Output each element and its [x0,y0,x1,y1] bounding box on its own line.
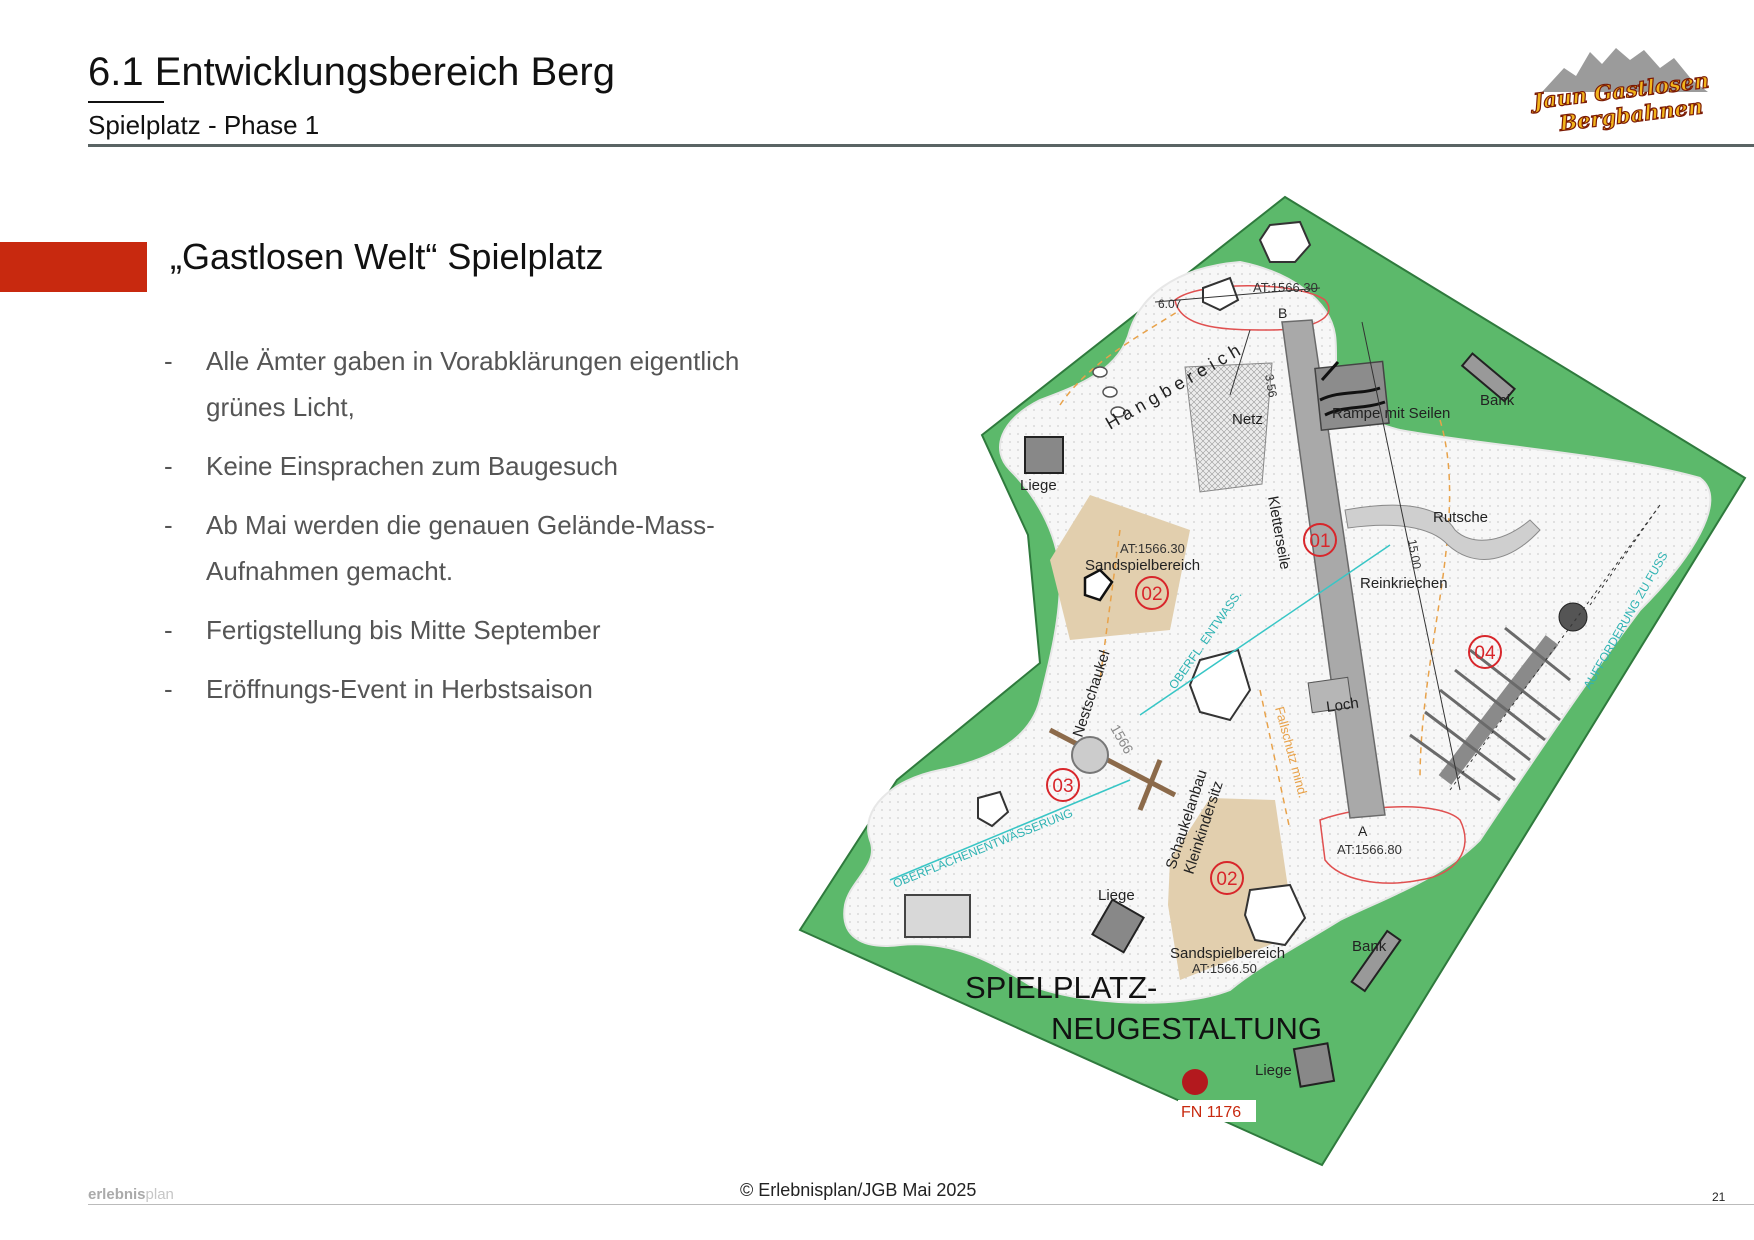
bullet-dash: - [164,615,173,645]
label-sand2: Sandspielbereich [1170,945,1285,962]
label-netz: Netz [1232,411,1263,428]
plan-title-line-2: NEUGESTALTUNG [1051,1011,1322,1046]
label-at-top: AT:1566.30 [1253,280,1318,295]
lounger-icon [1292,1042,1336,1088]
label-liege-mid: Liege [1098,887,1135,904]
rope-chain [1449,504,1661,791]
label-at-a: AT:1566.80 [1337,842,1402,857]
label-at-sand1: AT:1566.30 [1120,541,1185,556]
parcel-marker-dot [1182,1069,1208,1095]
label-fn: FN 1176 [1181,1104,1241,1121]
drainage-line [889,779,1131,881]
bullet-item: - Ab Mai werden die genauen Gelände-Mass-… [164,502,824,594]
sand-area-upper [1050,495,1190,640]
title-underline [88,101,164,103]
ladder-rungs [1409,626,1571,802]
label-loch: Loch [1325,695,1360,716]
label-liege-left: Liege [1020,477,1057,494]
bullet-text: Eröffnungs-Event in Herbstsaison [206,674,593,704]
bullet-text: Alle Ämter gaben in Vorabklärungen eigen… [206,346,740,422]
playground-site-plan: Hangbereich AT:1566.30 6.07 B 3.56 Netz … [798,195,1747,1167]
zone-b-outline [1174,285,1330,331]
page-title: 6.1 Entwicklungsbereich Berg [88,50,615,94]
bullet-dash: - [164,510,173,540]
net-structure [1184,362,1273,493]
header-divider [88,144,1754,147]
swing-crossbar [1137,759,1163,811]
lounger-icon [1091,898,1145,954]
rock-icon [1188,648,1252,722]
image-caption: © Erlebnisplan/JGB Mai 2025 [740,1180,977,1200]
logo-mountain-icon [1542,48,1708,92]
ladder-anchor [1558,602,1588,632]
rock-icon [1083,568,1114,602]
parcel-label-box [1178,1100,1256,1122]
rock-icon [1202,276,1240,312]
bullet-list: - Alle Ämter gaben in Vorabklärungen eige… [164,338,824,725]
swing-frame [1048,727,1177,798]
drainage-line [1139,544,1391,716]
label-rampe: Rampe mit Seilen [1332,405,1450,422]
climbing-beam [1281,319,1386,819]
bullet-item: - Alle Ämter gaben in Vorabklärungen eige… [164,338,824,430]
footer-brand-thin: plan [145,1186,174,1203]
stepping-stones [1092,366,1126,418]
ladder-beam [1438,635,1559,785]
bullet-item: - Eröffnungs-Event in Herbstsaison [164,666,824,712]
label-liege-low: Liege [1255,1062,1292,1079]
bench-icon [1460,352,1517,403]
lounger-icon [1024,436,1064,474]
label-at-sand2: AT:1566.50 [1192,961,1257,976]
marker-02a: 02 [1141,584,1162,605]
marker-04: 04 [1474,643,1496,664]
bullet-text: Keine Einsprachen zum Baugesuch [206,451,618,481]
marker-circle [1468,635,1502,669]
marker-03: 03 [1052,776,1073,797]
label-bank-low: Bank [1352,938,1387,955]
rock-icon [1258,220,1312,263]
label-dim-356: 3.56 [1262,373,1280,399]
slide [1344,504,1541,560]
page-subtitle: Spielplatz - Phase 1 [88,110,320,140]
label-rutsche: Rutsche [1433,509,1488,526]
footer-divider [88,1204,1754,1205]
nest-seat [1071,736,1109,774]
bullet-dash: - [164,346,173,376]
marker-circle [1135,576,1169,610]
bullet-text: Ab Mai werden die genauen Gelände-Mass-A… [206,510,715,586]
footer-brand: erlebnisplan [88,1186,174,1203]
marker-circle [1210,861,1244,895]
dimension-lines [1154,287,1461,791]
bullet-dash: - [164,674,173,704]
company-logo: Jaun Gastlosen Bergbahnen [1527,48,1711,136]
label-sand1: Sandspielbereich [1085,557,1200,574]
marker-02b: 02 [1216,869,1237,890]
label-point-b: B [1278,305,1287,321]
bullet-item: - Fertigstellung bis Mitte September [164,607,824,653]
plan-title-line-1: SPIELPLATZ- [965,970,1157,1005]
rock-icon [1243,883,1307,947]
bullet-item: - Keine Einsprachen zum Baugesuch [164,443,824,489]
page-number: 21 [1712,1190,1726,1204]
section-accent-bar [0,242,147,292]
hole-box [1307,676,1353,714]
marker-circle [1046,768,1080,802]
footer-brand-bold: erlebnis [88,1186,146,1203]
label-reinkriechen: Reinkriechen [1360,575,1448,592]
zone-a-outline [1319,806,1466,884]
label-bank-top: Bank [1480,392,1515,409]
marker-circle [1303,523,1337,557]
bullet-text: Fertigstellung bis Mitte September [206,615,601,645]
marker-01: 01 [1309,531,1330,552]
label-dim-1500: 15.00 [1405,538,1424,570]
section-heading: „Gastlosen Welt“ Spielplatz [170,236,604,277]
label-point-a: A [1358,823,1368,839]
label-dim-607: 6.07 [1158,297,1182,311]
rock-icon [977,790,1010,828]
bench-icon [1350,929,1402,993]
bullet-dash: - [164,451,173,481]
picnic-table-icon [904,894,971,938]
